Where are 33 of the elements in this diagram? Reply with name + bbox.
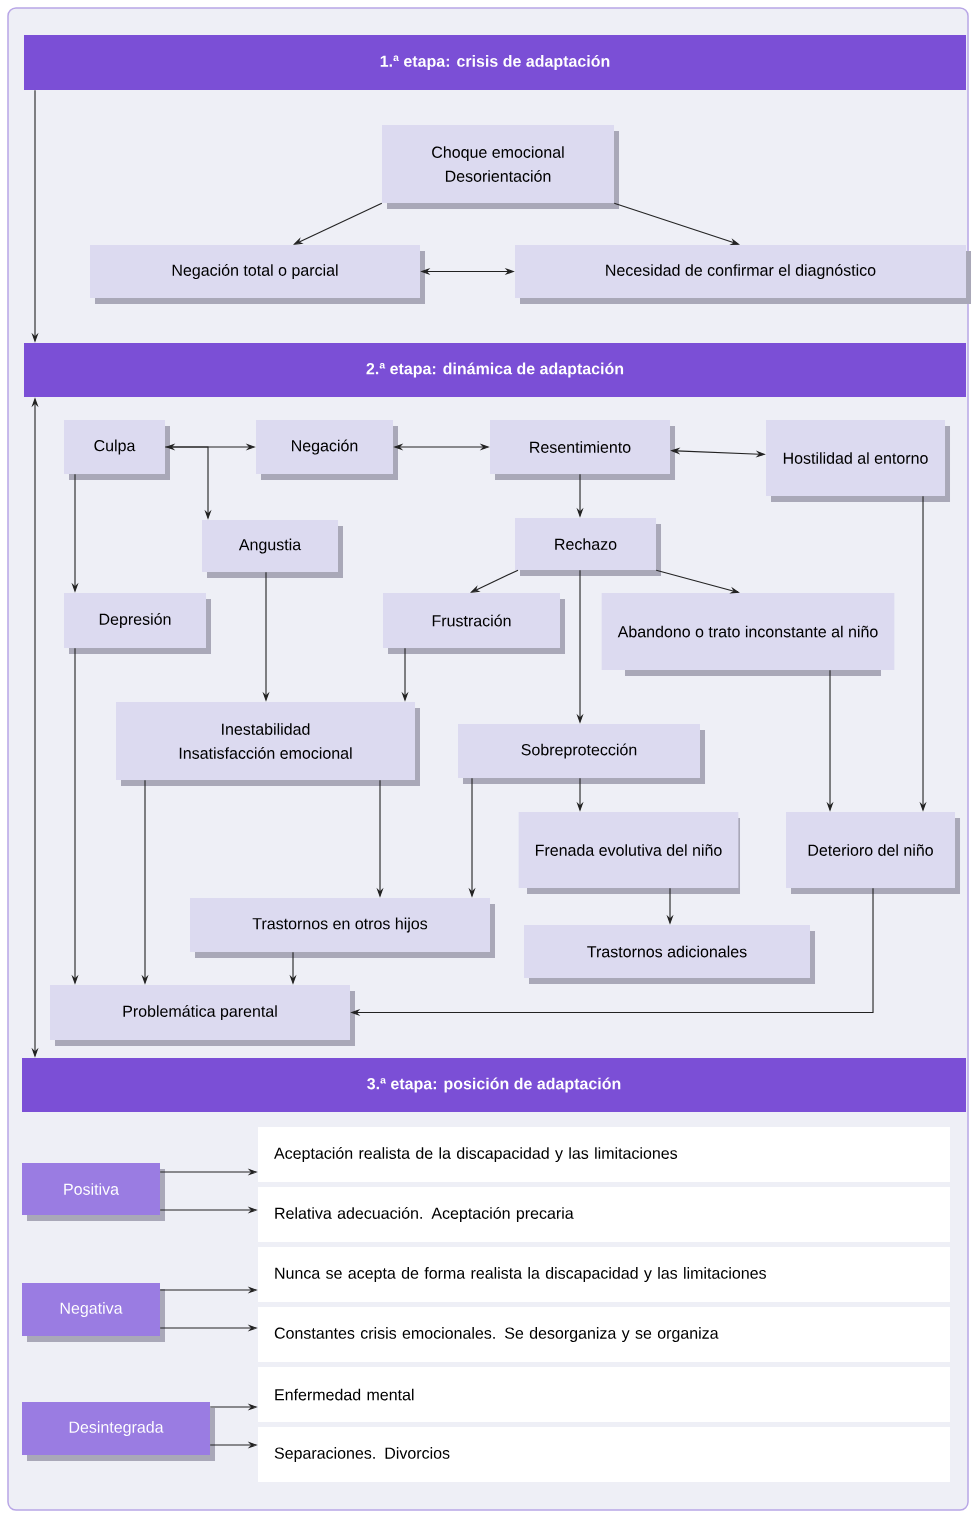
process-box: Negación <box>256 420 398 480</box>
outcome-row: Separaciones. Divorcios <box>258 1427 950 1482</box>
stage-banner: 3.ª etapa: posición de adaptación <box>22 1058 966 1112</box>
outcome-row: Enfermedad mental <box>258 1367 950 1422</box>
process-box: Culpa <box>64 420 170 480</box>
process-box: Depresión <box>64 593 211 654</box>
stage-banner: 2.ª etapa: dinámica de adaptación <box>24 343 966 397</box>
outcome-tag: Negativa <box>22 1283 165 1342</box>
process-box: Trastornos en otros hijos <box>190 898 495 958</box>
outcome-row: Aceptación realista de la discapacidad y las limitaciones <box>258 1127 950 1182</box>
process-box: Inestabilidad Insatisfacción emocional <box>116 702 420 786</box>
process-box: Deterioro del niño <box>786 812 960 894</box>
process-box: Angustia <box>202 520 343 578</box>
process-box: Negación total o parcial <box>90 245 425 304</box>
process-box: Hostilidad al entorno <box>766 420 950 502</box>
arrow <box>293 202 383 245</box>
process-box: Necesidad de confirmar el diagnóstico <box>515 245 971 304</box>
process-box: Frustración <box>383 593 565 654</box>
process-box: Abandono o trato inconstante al niño <box>601 593 895 676</box>
process-box: Sobreprotección <box>458 724 705 784</box>
process-box: Problemática parental <box>50 985 355 1046</box>
outcome-tag: Desintegrada <box>22 1402 215 1461</box>
process-box: Trastornos adicionales <box>524 925 815 984</box>
process-box: Rechazo <box>515 518 661 576</box>
outcome-row: Constantes crisis emocionales. Se desorganiza y se organiza <box>258 1307 950 1362</box>
process-box: Frenada evolutiva del niño <box>518 812 740 894</box>
stage-banner: 1.ª etapa: crisis de adaptación <box>24 35 966 90</box>
outcome-row: Nunca se acepta de forma realista la discapacidad y las limitaciones <box>258 1247 950 1302</box>
arrow <box>470 569 519 593</box>
process-box: Choque emocional Desorientación <box>382 125 619 209</box>
outcome-tag: Positiva <box>22 1163 165 1221</box>
process-box: Resentimiento <box>490 420 675 480</box>
outcome-row: Relativa adecuación. Aceptación precaria <box>258 1187 950 1242</box>
